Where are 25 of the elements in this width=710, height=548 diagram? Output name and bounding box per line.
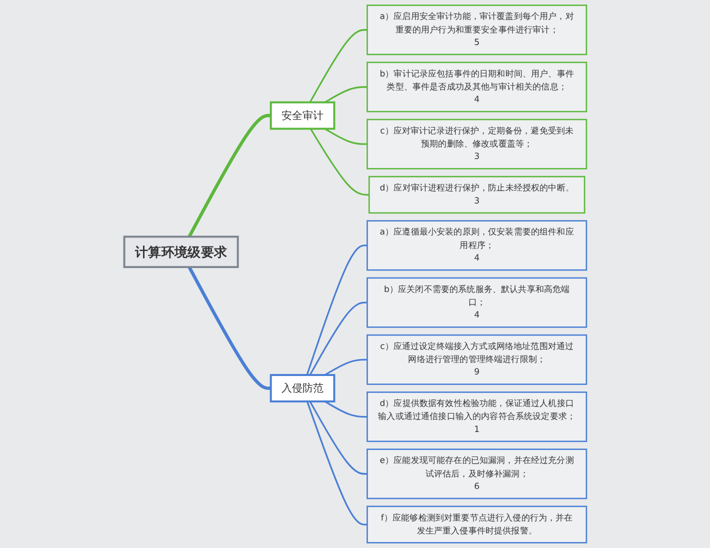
connector	[324, 128, 367, 145]
connector	[310, 128, 369, 196]
connector	[187, 114, 270, 238]
connector	[306, 401, 367, 526]
connector	[187, 266, 270, 390]
node-box: c）应对审计记录进行保护，定期备份，避免受到未预期的删除、修改或覆盖等； 3	[366, 118, 587, 170]
node-box: a）应遵循最小安装的原则，仅安装需要的组件和应用程序； 4	[366, 220, 587, 271]
node-box: b）审计记录应包括事件的日期和时间、用户、事件类型、事件是否成功及其他与审计相关的信息； 4	[366, 62, 587, 112]
node-box: a）应启用安全审计功能，审计覆盖到每个用户，对重要的用户行为和重要安全事件进行审计； 5	[366, 4, 587, 56]
node-box: b）应关闭不需要的系统服务、默认共享和高危端口； 4	[366, 277, 587, 328]
node-box: d）应对审计进程进行保护，防止未经授权的中断。 3	[368, 176, 585, 214]
node-box: 安全审计	[270, 101, 335, 130]
node-box: 入侵防范	[270, 374, 335, 402]
node-box: e）应能发现可能存在的已知漏洞，并在经过充分测试评估后，及时修补漏洞； 6	[366, 448, 587, 500]
node-box: c）应通过设定终端接入方式或网络地址范围对通过网络进行管理的管理终端进行限制； 9	[366, 334, 587, 385]
connector	[324, 400, 367, 418]
node-box: d）应提供数据有效性检验功能，保证通过人机接口输入或通过通信接口输入的内容符合系统设定要求； 1	[366, 392, 587, 442]
connector	[324, 358, 367, 376]
connector	[306, 244, 367, 376]
node-box: f）应能够检测到对重要节点进行入侵的行为，并在发生严重入侵事件时提供报警。	[366, 506, 587, 544]
connector	[308, 401, 367, 475]
node-box: 计算环境级要求	[122, 236, 238, 268]
connector	[308, 302, 367, 376]
connector	[308, 29, 367, 103]
connector	[324, 86, 367, 104]
